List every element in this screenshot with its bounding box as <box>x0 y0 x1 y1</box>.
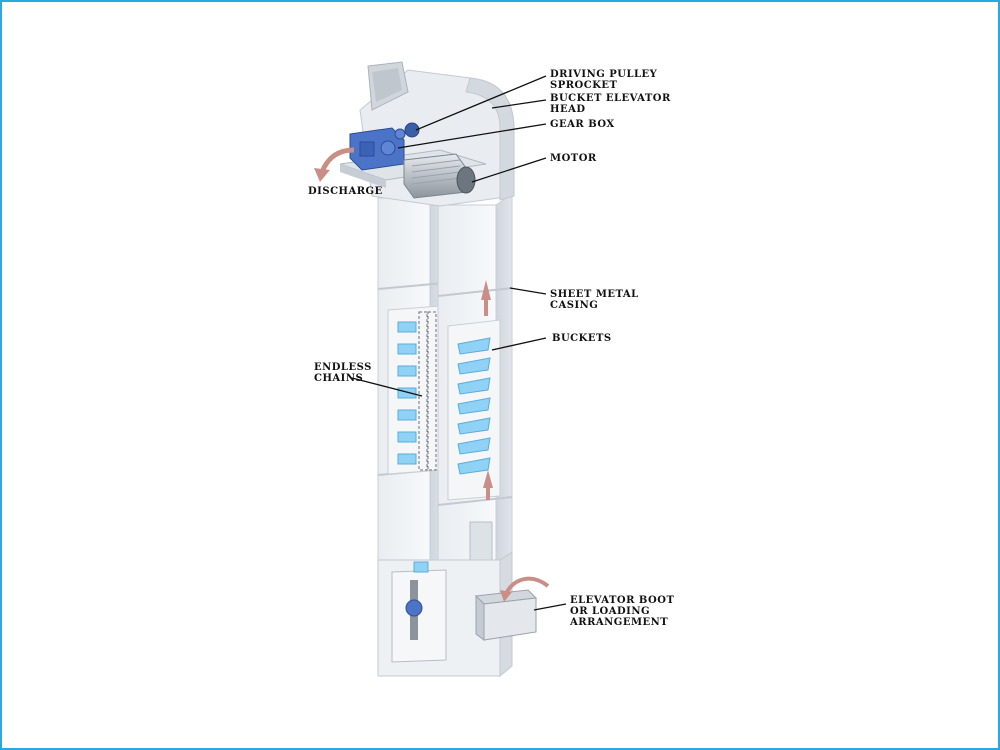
discharge-hopper-inner <box>372 68 402 102</box>
boot-bucket <box>413 561 429 573</box>
bucket <box>397 343 417 355</box>
up-flow-arrow <box>481 280 491 316</box>
bucket <box>457 377 491 395</box>
elevator-boot <box>377 551 550 678</box>
head-hood-side <box>465 77 515 201</box>
label-gear-box: GEAR BOX <box>550 119 615 130</box>
gear-box <box>349 127 406 171</box>
bucket <box>397 431 417 443</box>
bucket <box>457 437 491 455</box>
label-boot: ELEVATOR BOOT OR LOADING ARRANGEMENT <box>569 595 678 628</box>
bucket <box>397 409 417 421</box>
leader-buckets <box>491 337 547 351</box>
motor <box>403 153 476 199</box>
inspection-panel <box>469 521 493 565</box>
label-buckets: BUCKETS <box>552 333 612 344</box>
down-buckets <box>397 321 417 465</box>
loading-chute-side <box>483 597 537 641</box>
leader-driving-pulley <box>415 75 547 131</box>
leader-gear-box <box>397 123 547 149</box>
leader-elevator-head <box>491 99 547 109</box>
label-motor: MOTOR <box>550 153 597 164</box>
leader-motor <box>471 157 547 183</box>
boot-opening <box>391 569 447 663</box>
bucket <box>457 337 491 355</box>
bucket <box>397 453 417 465</box>
up-flow-arrow <box>483 470 493 500</box>
up-leg <box>437 193 513 661</box>
discharge-flow-arrowhead <box>314 168 330 182</box>
loading-chute-front <box>475 594 485 641</box>
loading-flow-arrowhead <box>500 590 512 602</box>
leader-chains <box>351 377 423 397</box>
endless-chain <box>418 311 428 471</box>
label-casing: SHEET METAL CASING <box>550 289 643 311</box>
up-leg-flange <box>437 287 513 297</box>
bucket <box>457 417 491 435</box>
label-driving-pulley: DRIVING PULLEY SPROCKET <box>550 69 661 91</box>
elevator-head <box>314 61 515 207</box>
drive-platform-front <box>340 164 386 188</box>
label-elevator-head: BUCKET ELEVATOR HEAD <box>550 93 675 115</box>
bucket <box>397 365 417 377</box>
bucket <box>457 397 491 415</box>
bucket <box>397 387 417 399</box>
bucket <box>457 357 491 375</box>
down-leg-flange <box>377 282 445 290</box>
up-buckets <box>457 337 491 475</box>
driving-pulley-sprocket <box>404 122 420 138</box>
endless-chain <box>427 311 437 471</box>
leader-boot <box>533 603 567 611</box>
label-chains: ENDLESS CHAINS <box>314 362 376 384</box>
loading-flow-arrow <box>504 576 550 595</box>
boot-pulley <box>405 599 423 617</box>
label-discharge: DISCHARGE <box>308 186 383 197</box>
bucket <box>397 321 417 333</box>
leader-casing <box>509 287 547 295</box>
leader-lines <box>351 75 567 611</box>
up-leg-flange <box>437 496 513 506</box>
